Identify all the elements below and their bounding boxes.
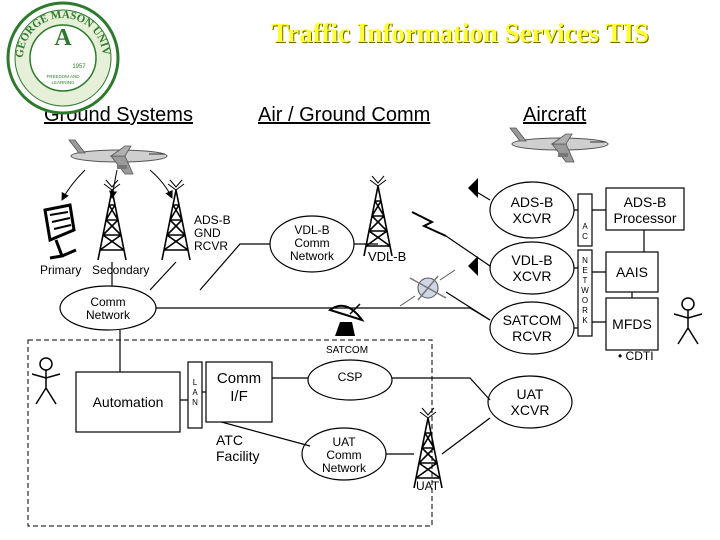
aais-box [605,251,659,293]
atc-facility-label: ATC Facility [216,432,260,464]
uat-tower-icon [413,407,443,489]
comm-if-box [205,361,273,423]
automation-box [75,371,181,433]
satcom-link-label: SATCOM [326,345,369,356]
radar-signal-line [149,169,173,199]
header-aircraft: Aircraft [523,104,587,126]
uat-xcvr-cloud [487,375,573,429]
vdlb-signal-icon [411,211,447,237]
lan-label: L A N [192,378,198,407]
ac-bus-label: A C [582,222,588,241]
adsb-ground-tower-icon [161,179,191,261]
mfds-box [605,297,659,351]
comm-network-label: Comm Network [85,295,130,322]
ac-bus-bar [577,193,593,247]
satcom-dish-icon [327,303,365,336]
logo-inner-line-1: FREEDOM AND [46,74,80,79]
secondary-label: Secondary [92,263,150,277]
uat-network-label: UAT Comm Network [321,435,366,475]
vdlb-link-label: VDL-B [368,249,407,264]
cdti-label: • CDTI [618,349,654,363]
pilot-person-icon [673,297,703,345]
adsb-processor-box [605,187,685,231]
primary-radar-icon [43,203,77,260]
logo-inner-line-2: LEARNING [51,80,75,85]
adsb-xcvr-label: ADS-B XCVR [510,194,554,226]
atc-facility-boundary [27,339,433,527]
controller-person-icon [31,357,61,405]
csp-label: CSP [337,370,363,384]
secondary-radar-tower-icon [97,179,127,261]
adsb-gnd-rcvr-label: ADS-B GND RCVR [194,213,231,253]
vdlb-network-label: VDL-B Comm Network [289,223,334,263]
primary-label: Primary [40,263,82,277]
automation-label: Automation [92,394,164,410]
header-air-ground-comm: Air / Ground Comm [258,104,431,126]
uat-xcvr-label: UAT XCVR [510,386,550,418]
vdlb-xcvr-label: VDL-B XCVR [511,252,553,284]
uat-tower-label: UAT [416,479,440,493]
logo-year: 1957 [72,64,86,70]
satcom-rcvr-label: SATCOM RCVR [502,312,562,344]
csp-cloud [307,359,393,401]
svg-text:A: A [54,25,72,51]
comm-if-label: Comm I/F [216,370,262,405]
university-seal-logo: GEORGE MASON UNIVERSITY A 1957 FREEDOM A… [0,0,120,115]
aais-label: AAIS [616,264,648,280]
page-title: Traffic Information Services TIS [271,18,649,48]
airplane-aircraft-icon [509,127,609,163]
adsb-processor-label: ADS-B Processor [613,194,677,226]
airplane-ground-icon [68,139,168,175]
lan-bar [187,361,203,429]
mfds-label: MFDS [612,316,652,332]
network-bus-bar [577,249,593,337]
network-bus-label: N E T W O R K [581,256,589,325]
satellite-icon [399,269,456,307]
radar-signal-line [61,169,86,201]
